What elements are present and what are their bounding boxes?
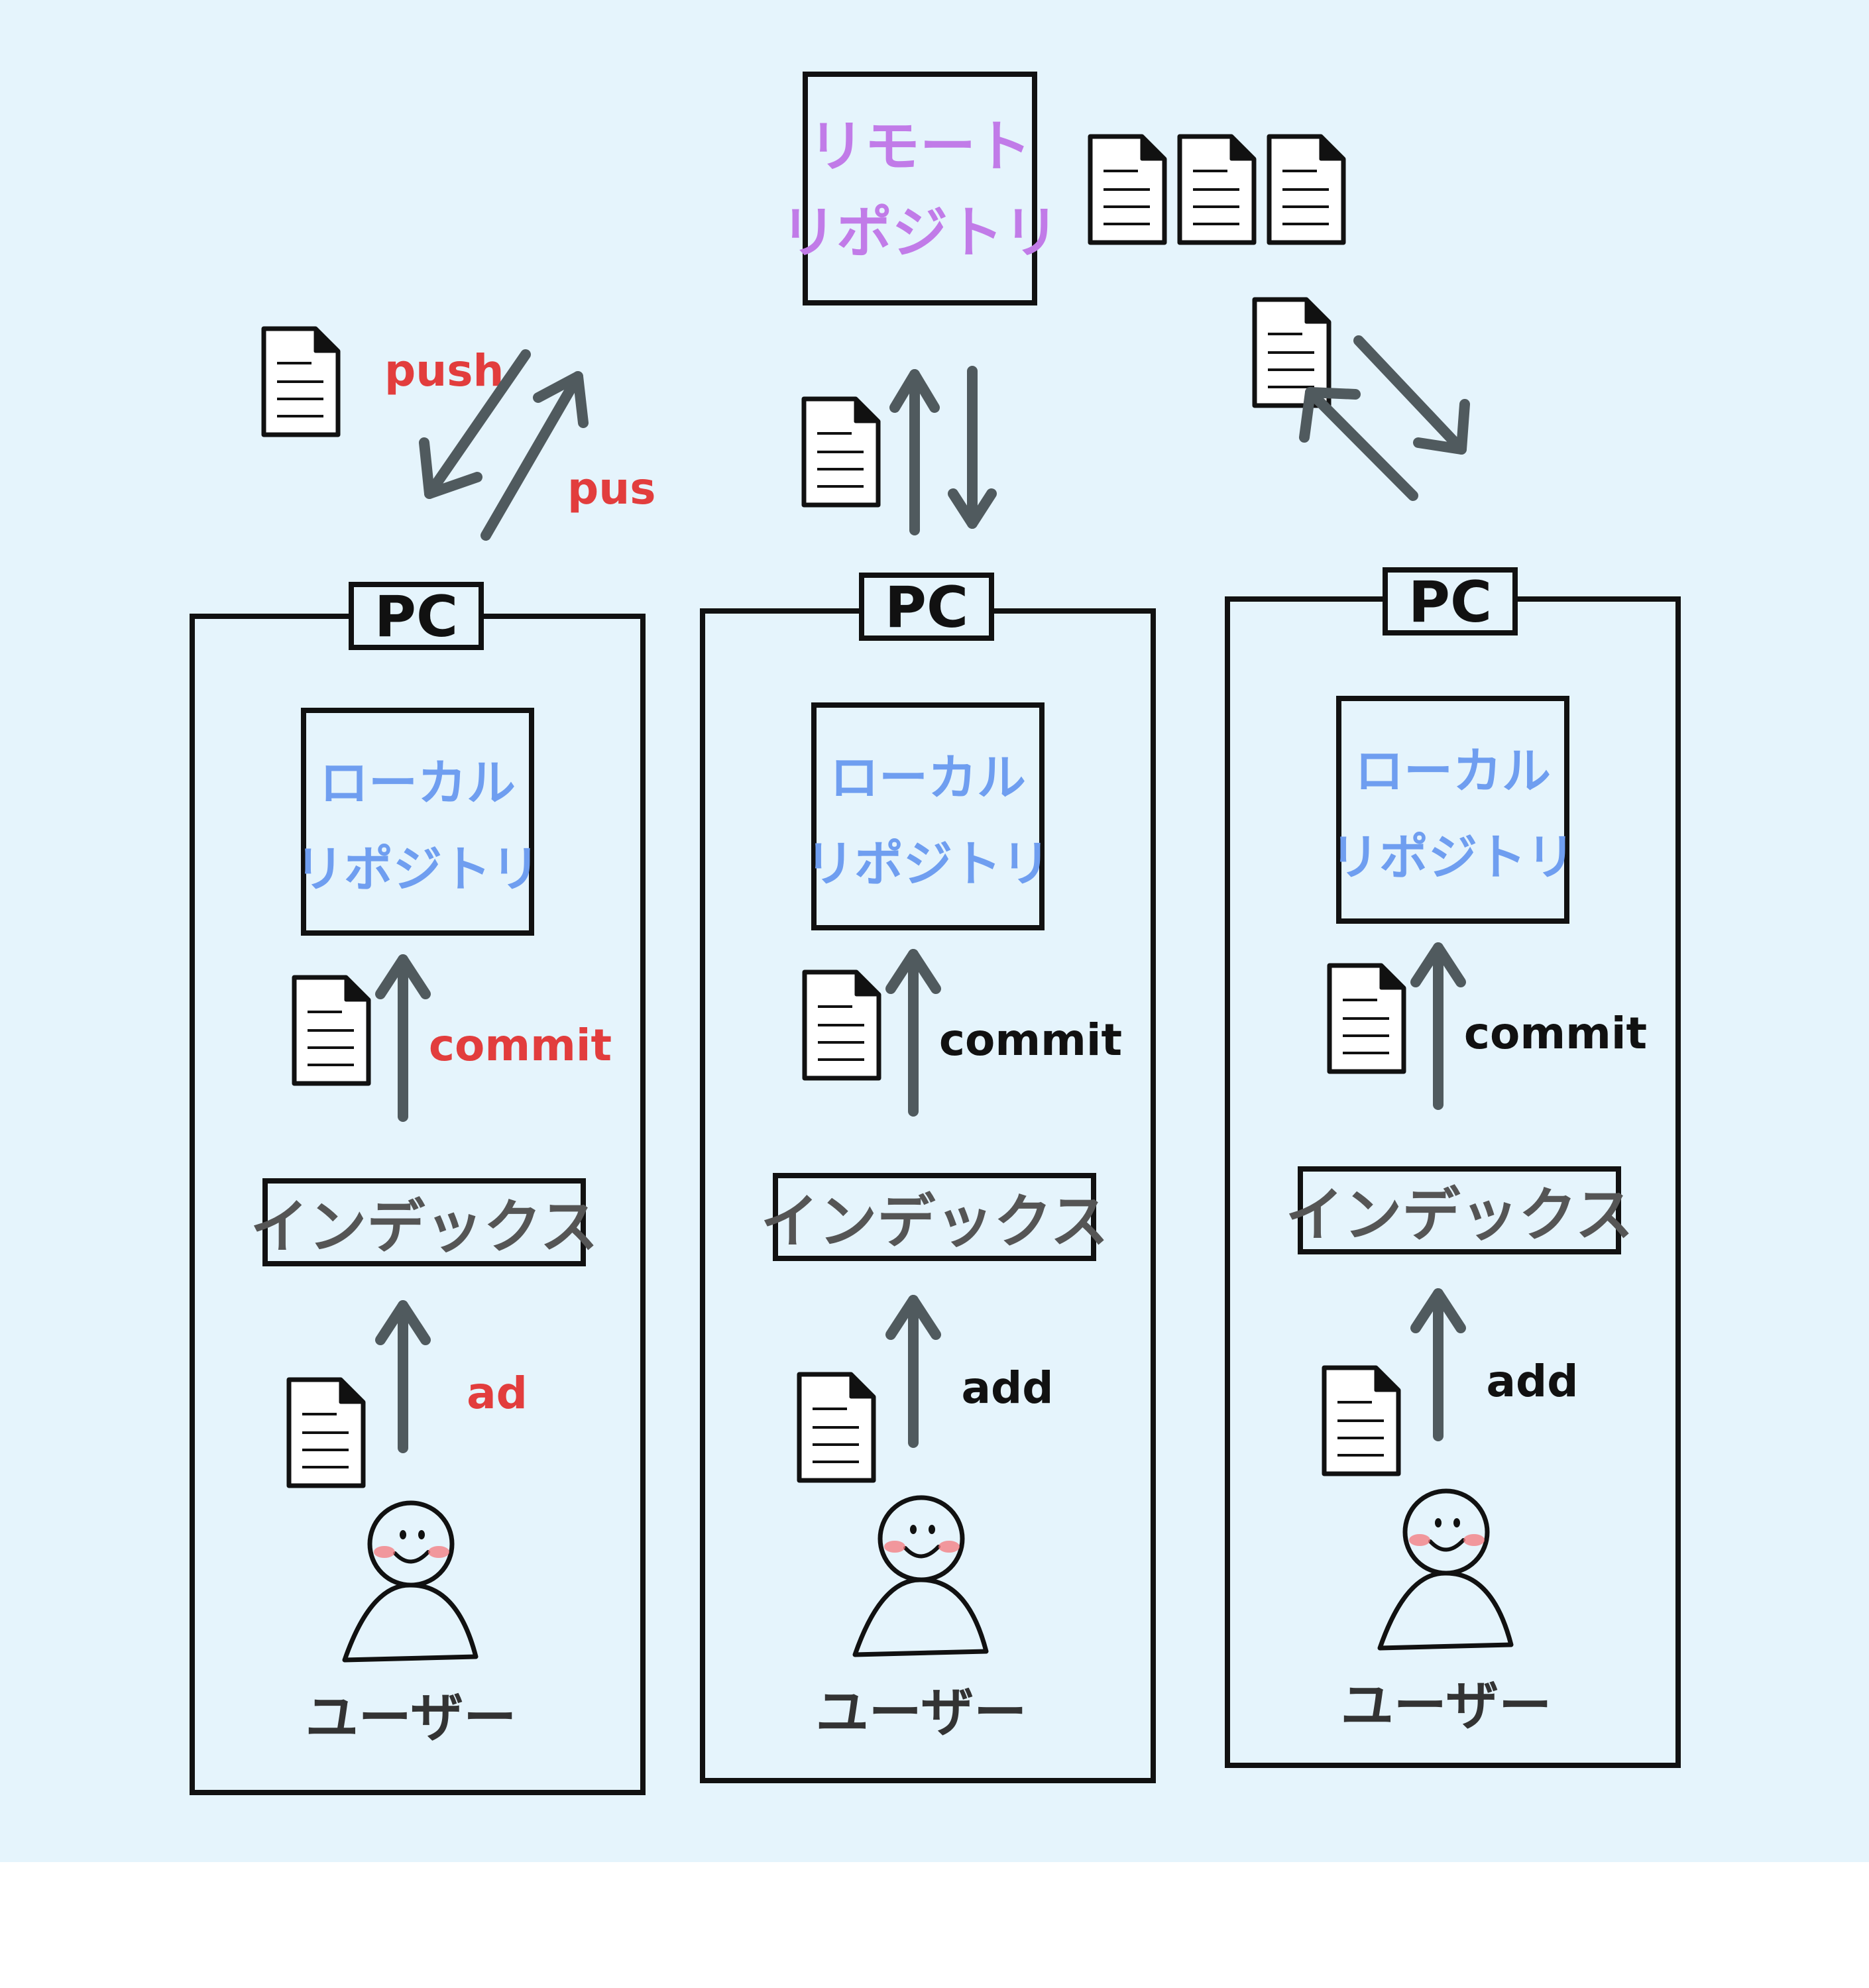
add-arrow [1410, 1288, 1466, 1441]
local-label-line1: ローカル [830, 749, 1026, 806]
pull-arrow [1353, 335, 1470, 455]
local-repository [1336, 696, 1569, 924]
document-icon [799, 1374, 874, 1480]
pc-label: PC [885, 575, 968, 641]
remote-repository: リモート リポジトリ [781, 72, 1059, 305]
index-label: インデックス [760, 1187, 1108, 1256]
pc-tab [349, 582, 484, 650]
user-icon [852, 1495, 989, 1657]
add-label: ad [467, 1368, 528, 1419]
add-label: add [1486, 1356, 1578, 1407]
document-icon [264, 329, 338, 435]
local-label-line1: ローカル [319, 755, 516, 812]
commit-arrow [1410, 942, 1466, 1110]
pull-arrow [948, 366, 997, 529]
index-label: インデックス [250, 1193, 598, 1261]
commit-label: commit [1464, 1008, 1647, 1059]
commit-arrow [375, 954, 431, 1122]
push-label: push [384, 345, 504, 396]
local-label-line2: リポジトリ [805, 836, 1050, 893]
push-arrow [889, 369, 940, 535]
push-arrow [481, 371, 589, 541]
pc-label: PC [374, 584, 458, 650]
add-label: add [961, 1362, 1053, 1413]
pc-tab [1383, 567, 1518, 635]
local-label-line2: リポジトリ [295, 841, 540, 898]
pc-tab [859, 573, 994, 641]
remote-label-line2: リポジトリ [781, 200, 1059, 265]
index-box [262, 1178, 586, 1266]
document-icon [289, 1380, 363, 1486]
local-repository [301, 708, 534, 936]
document-icon [1324, 1368, 1398, 1474]
local-label-line1: ローカル [1355, 743, 1551, 800]
local-label-line2: リポジトリ [1330, 829, 1575, 886]
document-icon [1180, 137, 1254, 243]
pull-arrow [419, 349, 531, 499]
add-arrow [885, 1295, 941, 1448]
push-arrow [1299, 387, 1418, 501]
add-arrow [375, 1300, 431, 1453]
pc-label: PC [1408, 569, 1492, 635]
document-icon [805, 972, 879, 1078]
remote-label-line1: リモート [809, 114, 1031, 179]
index-box [773, 1173, 1096, 1261]
document-icon [1090, 137, 1164, 243]
index-box [1298, 1166, 1621, 1254]
user-icon [1377, 1488, 1514, 1651]
user-icon [342, 1500, 479, 1663]
local-repository [811, 702, 1045, 930]
user-label: ユーザー [1341, 1675, 1552, 1737]
document-icon [294, 977, 368, 1083]
commit-label: commit [429, 1020, 612, 1071]
document-icon [1330, 966, 1404, 1072]
commit-arrow [885, 949, 941, 1117]
push-label-partial: pus [567, 463, 656, 514]
document-icon [1269, 137, 1343, 243]
commit-label: commit [939, 1015, 1122, 1066]
document-icon [804, 399, 878, 505]
user-label: ユーザー [816, 1682, 1027, 1743]
index-label: インデックス [1285, 1181, 1633, 1249]
user-label: ユーザー [306, 1687, 516, 1749]
